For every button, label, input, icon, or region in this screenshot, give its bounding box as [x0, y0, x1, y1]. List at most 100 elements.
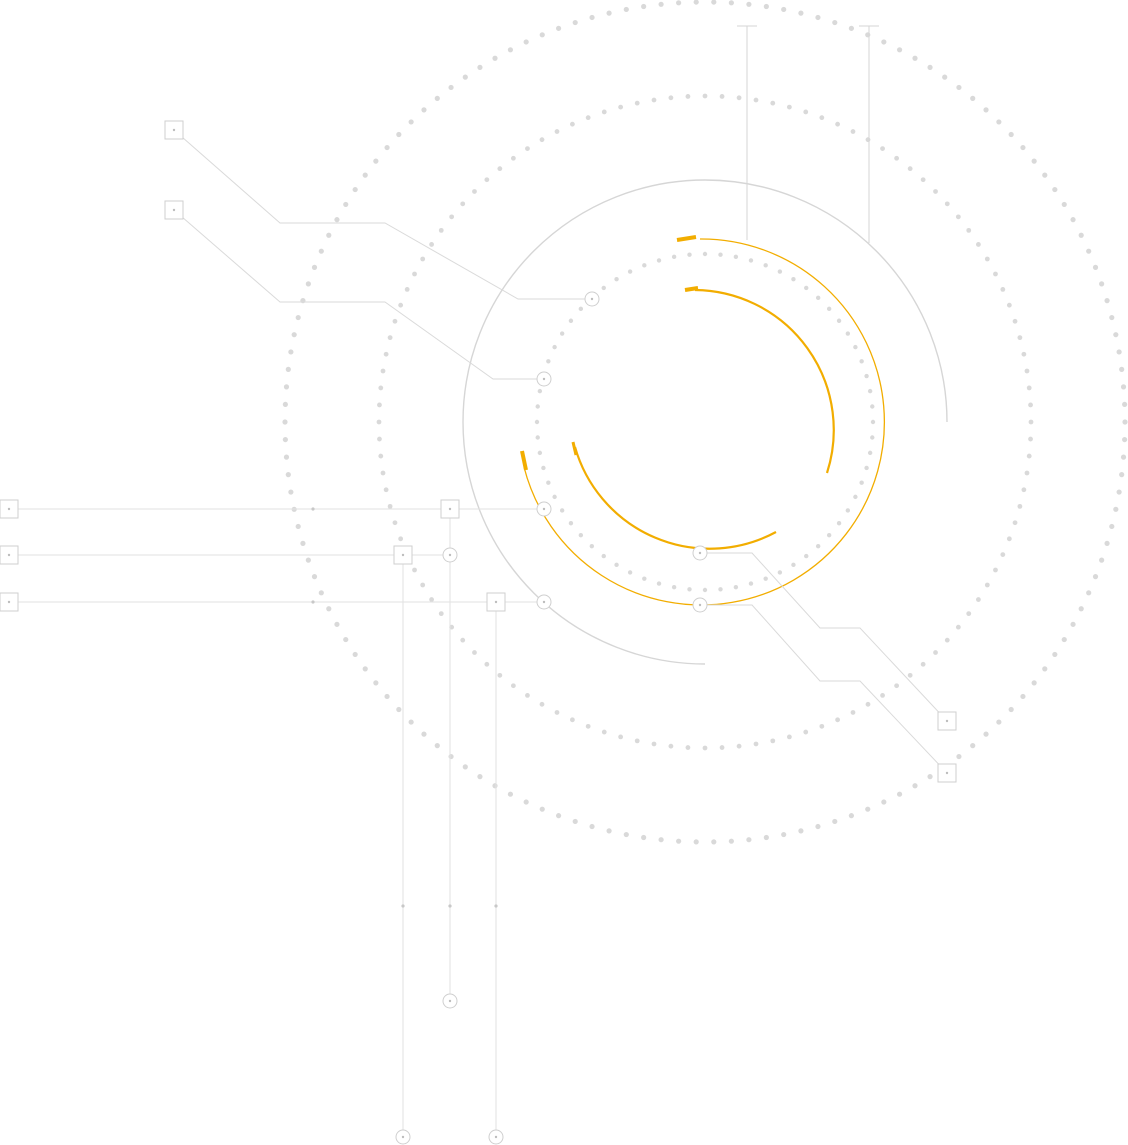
ring-dot	[570, 717, 575, 723]
ring-dot	[412, 567, 417, 573]
ring-dot	[870, 435, 875, 440]
ring-dot	[343, 201, 349, 208]
ring-dot	[996, 119, 1002, 125]
ring-dot	[864, 465, 869, 471]
ring-dot	[541, 465, 546, 471]
ring-dot	[880, 693, 885, 698]
ring-dot	[864, 373, 869, 379]
ring-dot	[378, 453, 384, 459]
ring-dot	[1092, 574, 1099, 580]
ring-dot	[396, 706, 402, 713]
top-connectors	[737, 25, 879, 243]
ring-dot	[763, 834, 769, 841]
ring-dot	[832, 818, 838, 825]
ring-dot	[1008, 131, 1014, 138]
dotted-ring-inner	[534, 251, 876, 593]
ring-dot	[578, 306, 584, 312]
ring-dot	[396, 131, 402, 138]
ring-dot	[993, 567, 998, 573]
vertical-down-traces	[402, 509, 497, 1137]
ring-dot	[668, 743, 674, 749]
ring-dot	[398, 302, 404, 308]
ring-dot	[993, 271, 998, 277]
square-terminals	[0, 120, 957, 783]
ring-dot	[894, 155, 900, 161]
ring-dot	[728, 838, 734, 844]
ring-dot	[819, 723, 825, 729]
ring-dot	[448, 84, 454, 91]
ring-dot	[462, 74, 468, 80]
ring-dot	[634, 738, 640, 744]
ring-dot	[956, 753, 962, 760]
ring-dot	[753, 741, 759, 747]
ring-dot	[285, 366, 291, 372]
ring-dot	[578, 532, 584, 538]
ring-dot	[867, 450, 873, 456]
ring-dot	[693, 0, 699, 5]
dotted-ring-outer	[282, 0, 1128, 845]
ring-dot	[718, 587, 723, 592]
left-horizontal-traces	[9, 508, 544, 603]
ring-dot	[976, 597, 981, 602]
ring-dot	[956, 84, 962, 91]
ring-dot	[492, 783, 498, 789]
ring-dot	[1119, 472, 1125, 478]
ring-dot	[658, 1, 664, 7]
ring-dot	[651, 741, 657, 747]
ring-dot	[865, 32, 871, 38]
junction-dot	[401, 904, 405, 908]
ring-dot	[472, 189, 477, 194]
ring-dot	[927, 774, 933, 780]
terminal-center-dot	[698, 603, 702, 607]
ring-dot	[614, 562, 619, 568]
ring-dot	[392, 520, 398, 526]
terminal-center-dot	[698, 551, 702, 555]
ring-dot	[373, 680, 379, 686]
ring-dot	[1078, 232, 1084, 238]
ring-dot	[282, 436, 288, 443]
ring-dot	[559, 508, 565, 513]
ring-dot	[976, 242, 981, 247]
ring-dot	[343, 636, 349, 643]
ring-dot	[942, 74, 948, 80]
ring-dot	[970, 95, 976, 101]
ring-dot	[387, 335, 393, 341]
terminal-center-dot	[542, 377, 546, 381]
terminal-center-dot	[542, 507, 546, 511]
ring-dot	[477, 774, 483, 780]
ring-dot	[865, 137, 871, 143]
ring-dot	[484, 177, 490, 183]
ring-dot	[728, 0, 734, 6]
ring-dot	[1020, 144, 1026, 151]
ring-dot	[1070, 217, 1076, 223]
ring-dot	[1006, 302, 1012, 308]
ring-dot	[618, 734, 624, 740]
ring-dot	[658, 837, 664, 843]
ring-dot	[434, 743, 440, 749]
ring-dot	[668, 95, 674, 101]
ring-dot	[570, 121, 575, 127]
ring-dot	[641, 3, 647, 10]
ring-dot	[1122, 419, 1128, 425]
ring-dot	[300, 540, 306, 546]
terminal-center-dot	[172, 128, 176, 132]
ring-dot	[429, 597, 434, 602]
ring-dot	[685, 745, 691, 750]
ring-dot	[448, 753, 454, 760]
ring-dot	[687, 252, 692, 257]
ring-dot	[552, 344, 557, 350]
ring-dot	[781, 831, 787, 838]
ring-dot	[434, 95, 440, 101]
ring-dot	[523, 39, 529, 45]
ring-dot	[572, 818, 578, 825]
ring-dot	[836, 521, 842, 526]
ring-dot	[870, 419, 876, 425]
ring-dot	[326, 606, 332, 612]
ring-dot	[859, 480, 864, 485]
ring-dot	[377, 402, 382, 408]
ring-dot	[589, 823, 595, 830]
ring-dot	[896, 47, 903, 53]
ring-dot	[497, 672, 503, 678]
ring-dot	[1008, 706, 1014, 713]
ring-dot	[1120, 454, 1127, 460]
